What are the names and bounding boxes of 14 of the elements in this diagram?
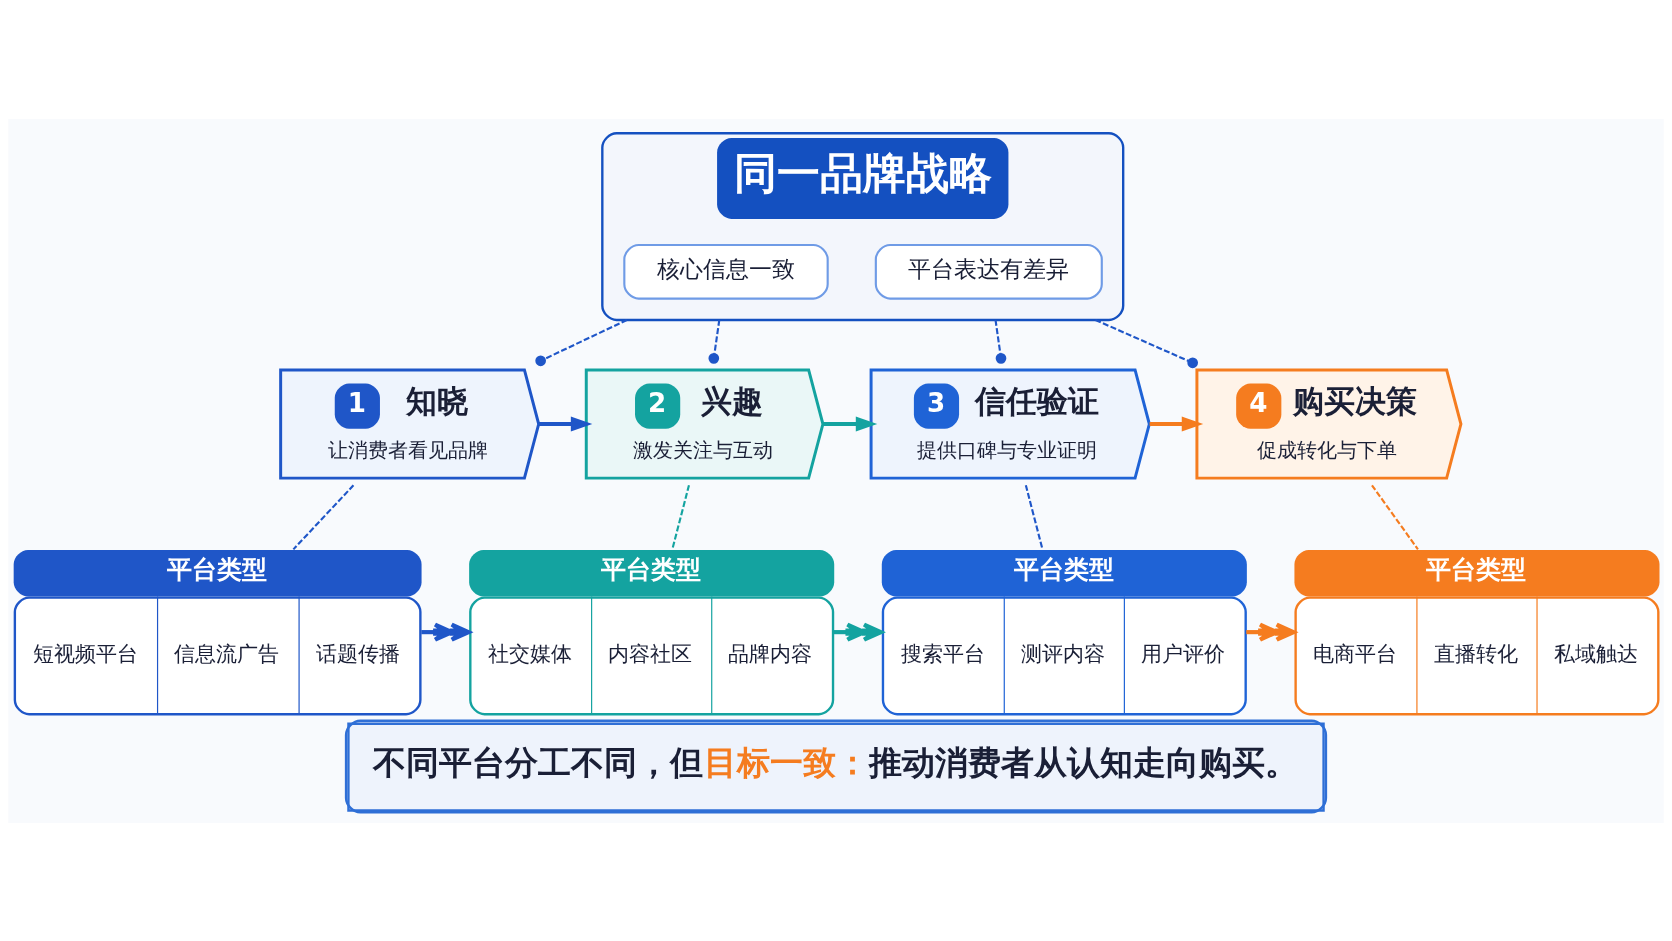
connector — [292, 484, 355, 550]
connector — [994, 319, 1007, 364]
node-box: 平台表达有差异 — [874, 243, 1103, 300]
node-box: 核心信息一致 — [623, 243, 829, 300]
connector — [708, 319, 721, 364]
connector — [1095, 318, 1198, 368]
connector — [1024, 484, 1044, 550]
arrow — [823, 416, 878, 432]
arrow — [1149, 416, 1204, 432]
connector — [1371, 484, 1419, 550]
connector — [671, 484, 690, 550]
caption: 不同平台分工不同，但目标一致：推动消费者从认知走向购买。 — [373, 742, 1299, 782]
arrow — [538, 416, 593, 432]
connector — [535, 318, 628, 366]
